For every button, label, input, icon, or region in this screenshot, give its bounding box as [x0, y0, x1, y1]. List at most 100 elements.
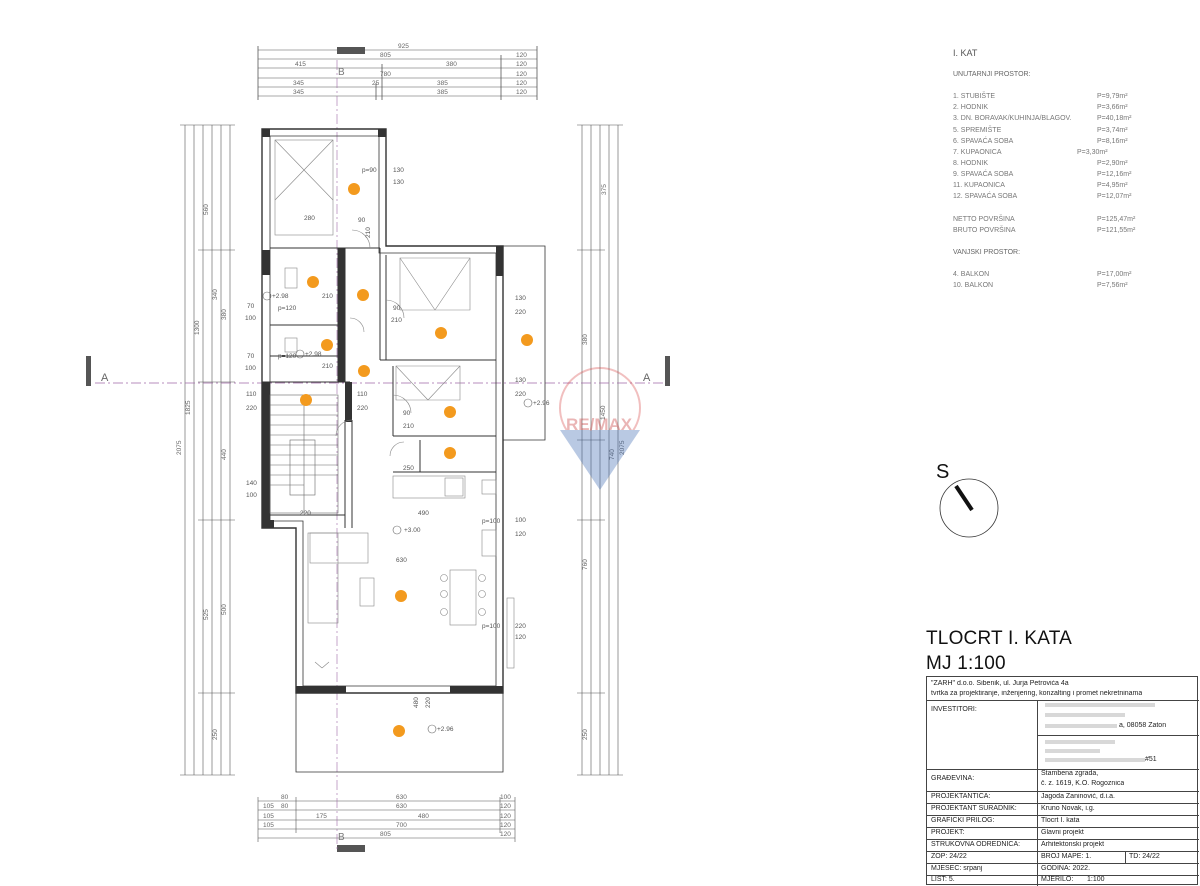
- dim-left-8: 440: [221, 449, 228, 460]
- tb-gradevina-value1: Stambena zgrada,: [1041, 770, 1099, 777]
- dim-bot-2c: 630: [396, 803, 407, 810]
- lbl-220g: 220: [425, 697, 432, 708]
- tb-redacted: [1045, 740, 1115, 744]
- door-swings: [335, 229, 412, 457]
- lbl-250: 250: [403, 465, 414, 472]
- tb-list: LIST: 5.: [931, 876, 955, 883]
- dim-right-6: 760: [582, 559, 589, 570]
- dim-bot-2a: 105: [263, 803, 274, 810]
- lbl-280: 280: [304, 215, 315, 222]
- dim-top-5b: 25: [372, 80, 380, 87]
- lbl-90a: 90: [358, 217, 366, 224]
- lbl-130b: 130: [393, 179, 404, 186]
- tb-suradnik-value: Kruno Novak, i.g.: [1041, 805, 1095, 812]
- tb-redacted: [1045, 713, 1125, 717]
- legend-floor-title: I. KAT: [953, 48, 978, 58]
- north-letter: S: [936, 461, 949, 483]
- section-a-label-left: A: [101, 372, 109, 384]
- lbl-130a: 130: [393, 167, 404, 174]
- lbl-lev300: +3.00: [404, 527, 421, 534]
- lbl-p120a: p=120: [278, 305, 297, 312]
- dim-bot-5a: 805: [380, 831, 391, 838]
- dim-bot-2b: 80: [281, 803, 289, 810]
- lbl-490: 490: [418, 510, 429, 517]
- dim-bot-3a: 105: [263, 813, 274, 820]
- tb-prilog-value: Tlocrt I. kata: [1041, 817, 1080, 824]
- lbl-220e: 220: [300, 510, 311, 517]
- lbl-130d: 130: [515, 377, 526, 384]
- lbl-100a: 100: [245, 315, 256, 322]
- lbl-220a: 220: [515, 309, 526, 316]
- tb-investitori-value: a, 08058 Zaton: [1119, 722, 1167, 729]
- drawing-title: TLOCRT I. KATA: [926, 628, 1073, 649]
- section-b-label-bottom: B: [338, 832, 345, 843]
- dim-bot-4b: 700: [396, 822, 407, 829]
- tb-investitori-value2: #51: [1145, 756, 1157, 763]
- dim-top-6b: 385: [437, 89, 448, 96]
- lbl-210d: 210: [391, 317, 402, 324]
- lbl-p100b: p=100: [482, 623, 501, 630]
- lbl-lev296a: +2.96: [533, 400, 550, 407]
- dim-top-4b: 120: [516, 71, 527, 78]
- dim-top-3a: 415: [295, 61, 306, 68]
- tb-redacted: [1045, 749, 1100, 753]
- room-markers: [300, 183, 533, 737]
- tb-projektantica-value: Jagoda Zaninović, d.i.a.: [1041, 793, 1115, 800]
- dim-left-1: 560: [203, 204, 210, 215]
- dim-top-1: 925: [398, 43, 409, 50]
- lbl-120a: 120: [515, 531, 526, 538]
- lbl-door-p90: p=90: [362, 167, 377, 174]
- dim-top-5a: 345: [293, 80, 304, 87]
- lbl-120b: 120: [515, 634, 526, 641]
- tb-struka-value: Arhitektonski projekt: [1041, 841, 1105, 848]
- tb-investitori-label: INVESTITORI:: [931, 706, 977, 713]
- lbl-210b: 210: [322, 293, 333, 300]
- lbl-70a: 70: [247, 303, 255, 310]
- tb-struka-label: STRUKOVNA ODREDNICA:: [931, 841, 1021, 848]
- furniture: [274, 139, 515, 669]
- lbl-210e: 210: [403, 423, 414, 430]
- lbl-140: 140: [246, 480, 257, 487]
- dim-left-4: 2075: [176, 440, 183, 455]
- north-arrow-icon: S: [936, 461, 999, 538]
- dim-right-7: 250: [582, 729, 589, 740]
- tb-projekt-value: Glavni projekt: [1041, 829, 1084, 836]
- dim-bot-3b: 175: [316, 813, 327, 820]
- dim-right-4: 2075: [619, 440, 626, 455]
- dim-bot-3c: 480: [418, 813, 429, 820]
- dim-right-3: 1450: [600, 405, 607, 420]
- left-dimension-chains: [180, 124, 235, 776]
- legend-interior-heading: UNUTARNJI PROSTOR:: [953, 71, 1031, 78]
- dim-left-9: 500: [221, 604, 228, 615]
- remax-watermark-text: RE/MAX: [566, 415, 633, 434]
- drawing-scale: MJ 1:100: [926, 653, 1006, 674]
- lbl-480: 480: [413, 697, 420, 708]
- tb-godina: GODINA: 2022.: [1041, 865, 1091, 872]
- lbl-70b: 70: [247, 353, 255, 360]
- tb-firm-line1: "ZARH" d.o.o. Šibenik, ul. Jurja Petrovi…: [931, 680, 1069, 687]
- dim-left-2: 1300: [194, 320, 201, 335]
- dim-top-4a: 780: [380, 71, 391, 78]
- dim-right-5: 740: [609, 449, 616, 460]
- tb-firm-line2: tvrtka za projektiranje, inženjering, ko…: [931, 690, 1143, 697]
- dim-bot-4c: 120: [500, 822, 511, 829]
- lbl-220f: 220: [515, 623, 526, 630]
- dim-bot-1c: 100: [500, 794, 511, 801]
- tb-gradevina-label: GRAĐEVINA:: [931, 775, 975, 782]
- section-b-marker-top: [337, 47, 365, 54]
- dim-left-6: 340: [212, 289, 219, 300]
- dim-bot-4a: 105: [263, 822, 274, 829]
- dim-top-2b: 120: [516, 52, 527, 59]
- legend-exterior-heading: VANJSKI PROSTOR:: [953, 249, 1021, 256]
- top-dimension-chains: [257, 46, 538, 100]
- title-block: "ZARH" d.o.o. Šibenik, ul. Jurja Petrovi…: [926, 676, 1199, 886]
